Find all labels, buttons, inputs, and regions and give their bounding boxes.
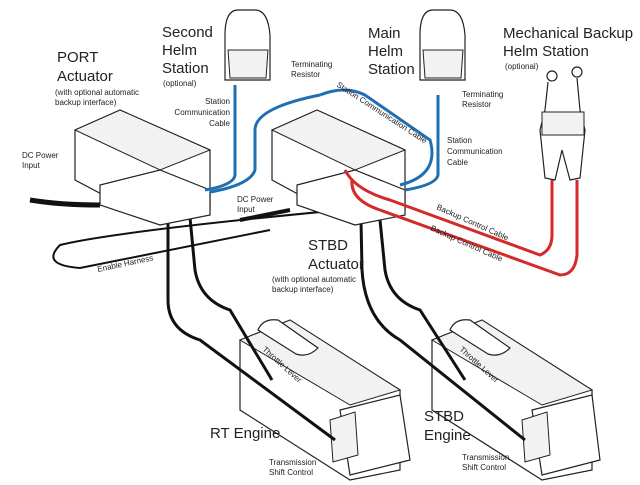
port-actuator: [73, 109, 212, 226]
station-communication-cables: [204, 85, 440, 194]
port-engine-label: RT Engine: [210, 425, 280, 442]
control-cables: [29, 164, 526, 442]
mech-backup-optional: (optional): [505, 62, 539, 71]
mechanical-backup-helm-station: [539, 66, 586, 181]
main-helm-station: [419, 9, 466, 81]
stbd-engine: [430, 319, 601, 481]
port-engine: [238, 319, 411, 481]
second-helm-optional: (optional): [163, 79, 197, 88]
enable-harness-label: Enable Harness: [97, 253, 155, 274]
second-helm-station: [224, 9, 271, 81]
stbd-actuator: [270, 109, 407, 226]
backup-control-cables: [343, 169, 579, 277]
